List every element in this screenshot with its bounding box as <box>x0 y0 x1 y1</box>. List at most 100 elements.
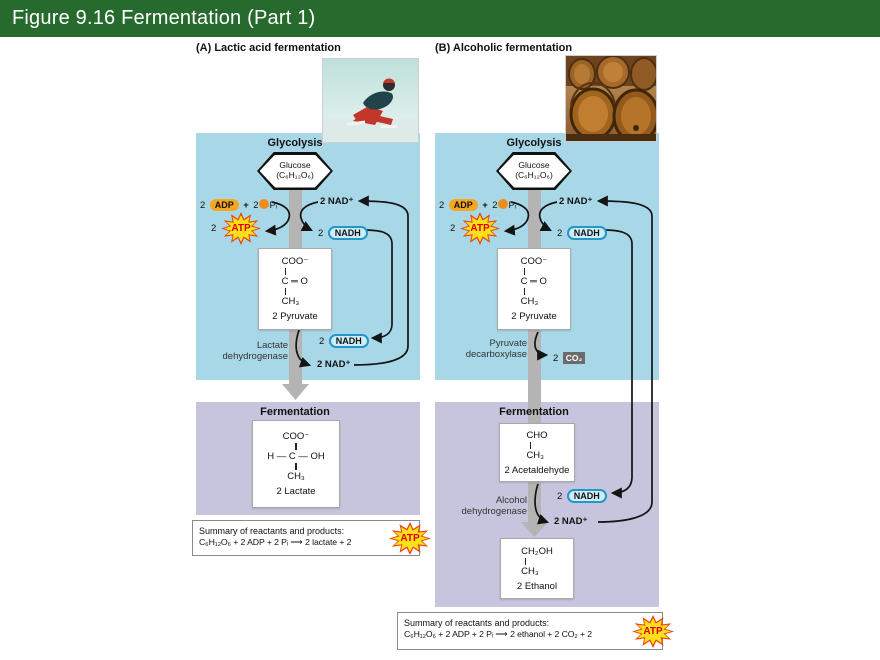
bond <box>285 288 287 295</box>
phosphate-icon <box>497 199 508 209</box>
enzyme-line2: decarboxylase <box>465 349 527 361</box>
glucose-formula: (C₆H₁₂O₆) <box>276 170 314 180</box>
pyruvate-ch3: CH₃ <box>281 296 300 307</box>
glycolysis-title: Glycolysis <box>506 137 562 149</box>
glucose-node: Glucose (C₆H₁₂O₆) <box>496 152 572 190</box>
phosphate-icon <box>258 199 269 209</box>
panel-a-label: (A) Lactic acid fermentation <box>196 42 341 54</box>
nadh-top-row: 2 NADH <box>318 223 368 241</box>
enzyme-label: Lactate dehydrogenase <box>198 340 289 363</box>
co2-chip: CO₂ <box>562 352 586 364</box>
atp-starburst: ATP <box>460 212 500 245</box>
pyruvate-coo: COO⁻ <box>520 256 548 267</box>
glucose-formula: (C₆H₁₂O₆) <box>515 170 553 180</box>
pyruvate-caption: 2 Pyruvate <box>511 311 557 322</box>
nadh-bottom-row: 2 NADH <box>557 486 607 504</box>
figure-title-bar: Figure 9.16 Fermentation (Part 1) <box>0 0 880 37</box>
nadh-bottom-row: 2 NADH <box>319 331 369 349</box>
summary-box: Summary of reactants and products: C₆H₁₂… <box>192 520 431 556</box>
nadh-count: 2 <box>557 228 563 239</box>
nad-plus-bottom: 2 NAD⁺ <box>317 359 351 370</box>
co2-row: 2 CO₂ <box>553 348 586 366</box>
acetaldehyde-structure-box: CHO CH₃ 2 Acetaldehyde <box>499 423 575 482</box>
bond <box>295 443 297 450</box>
atp-count: 2 <box>211 223 217 234</box>
ethanol-caption: 2 Ethanol <box>516 580 558 592</box>
panel-alcoholic: (B) Alcoholic fermentation <box>397 40 674 658</box>
adp-count: 2 <box>200 200 206 211</box>
atp-label: ATP <box>643 625 663 637</box>
glucose-node: Glucose (C₆H₁₂O₆) <box>257 152 333 190</box>
atp-starburst: ATP <box>632 615 674 648</box>
bond <box>524 557 526 565</box>
atp-starburst: ATP <box>221 212 261 245</box>
enzyme-line2: dehydrogenase <box>461 506 528 518</box>
pyruvate-co: C ═ O <box>281 276 308 287</box>
pi-count: 2 <box>253 200 259 211</box>
lactate-caption: 2 Lactate <box>276 486 316 497</box>
bond <box>524 268 526 275</box>
pyruvate-structure-box: COO⁻ C ═ O CH₃ 2 Pyruvate <box>258 248 332 330</box>
hexagon-fill <box>498 154 570 188</box>
summary-line1: Summary of reactants and products: <box>199 526 345 536</box>
summary-box: Summary of reactants and products: C₆H₁₂… <box>397 612 674 650</box>
pyruvate-co: C ═ O <box>520 276 547 287</box>
atp-label: ATP <box>470 223 490 234</box>
lactate-coo: COO⁻ <box>282 431 310 442</box>
plus-sign: + <box>482 200 488 211</box>
figure-title: Figure 9.16 Fermentation (Part 1) <box>12 7 316 29</box>
ethanol-ch2oh: CH₂OH <box>521 545 553 557</box>
hexagon-fill <box>259 154 331 188</box>
lactate-hcoh: H — C — OH <box>267 451 325 462</box>
summary-line2: C₆H₁₂O₆ + 2 ADP + 2 Pᵢ ⟶ 2 lactate + 2 <box>199 537 352 548</box>
adp-count: 2 <box>439 200 445 211</box>
adp-row: 2 ADP + 2 Pᵢ <box>200 195 277 213</box>
atp-count: 2 <box>450 223 456 234</box>
nadh-pill: NADH <box>328 334 369 348</box>
atp-starburst: ATP <box>389 522 431 555</box>
nadh-count: 2 <box>318 228 324 239</box>
co2-count: 2 <box>553 353 559 364</box>
nadh-pill: NADH <box>566 489 607 503</box>
bond <box>529 441 532 449</box>
pi-count: 2 <box>492 200 498 211</box>
skater-figure <box>347 78 397 128</box>
bond <box>295 463 297 470</box>
nad-plus-top: 2 NAD⁺ <box>559 196 593 207</box>
enzyme-line2: dehydrogenase <box>222 351 289 363</box>
glucose-label: Glucose <box>518 160 550 171</box>
pyruvate-coo: COO⁻ <box>281 256 309 267</box>
nadh-top-row: 2 NADH <box>557 223 607 241</box>
pyruvate-ch3: CH₃ <box>520 296 539 307</box>
atp-label: ATP <box>400 532 420 544</box>
pi-label: Pᵢ <box>508 200 517 211</box>
enzyme-line1: Lactate <box>256 340 288 351</box>
fermentation-title: Fermentation <box>499 406 569 418</box>
barrels-photo <box>565 55 660 144</box>
ethanol-ch3: CH₃ <box>521 565 539 577</box>
summary-line1: Summary of reactants and products: <box>404 618 550 628</box>
ethanol-structure-box: CH₂OH CH₃ 2 Ethanol <box>500 538 574 599</box>
lactate-ch3: CH₃ <box>287 471 305 482</box>
summary-line2: C₆H₁₂O₆ + 2 ADP + 2 Pᵢ ⟶ 2 ethanol + 2 C… <box>404 629 593 640</box>
fermentation-title: Fermentation <box>260 406 330 418</box>
glycolysis-title: Glycolysis <box>267 137 323 149</box>
nad-plus-bottom: 2 NAD⁺ <box>554 516 588 527</box>
adp-token: ADP <box>209 199 239 211</box>
enzyme-label: Alcohol dehydrogenase <box>435 495 528 518</box>
pi-label: Pᵢ <box>269 200 278 211</box>
pyruvate-caption: 2 Pyruvate <box>272 311 318 322</box>
skater-photo <box>322 58 419 143</box>
adp-row: 2 ADP + 2 Pᵢ <box>439 195 516 213</box>
panel-b-label: (B) Alcoholic fermentation <box>435 42 573 54</box>
acetaldehyde-caption: 2 Acetaldehyde <box>504 464 570 476</box>
nadh-pill: NADH <box>327 226 368 240</box>
acetaldehyde-cho: CHO <box>526 429 548 441</box>
enzyme-line1: Alcohol <box>495 495 527 506</box>
adp-token: ADP <box>448 199 478 211</box>
barrel-shapes <box>566 55 660 144</box>
enzyme-line1: Pyruvate <box>489 338 528 349</box>
acetaldehyde-ch3: CH₃ <box>526 449 545 461</box>
plus-sign: + <box>243 200 249 211</box>
atp-label: ATP <box>231 223 251 234</box>
